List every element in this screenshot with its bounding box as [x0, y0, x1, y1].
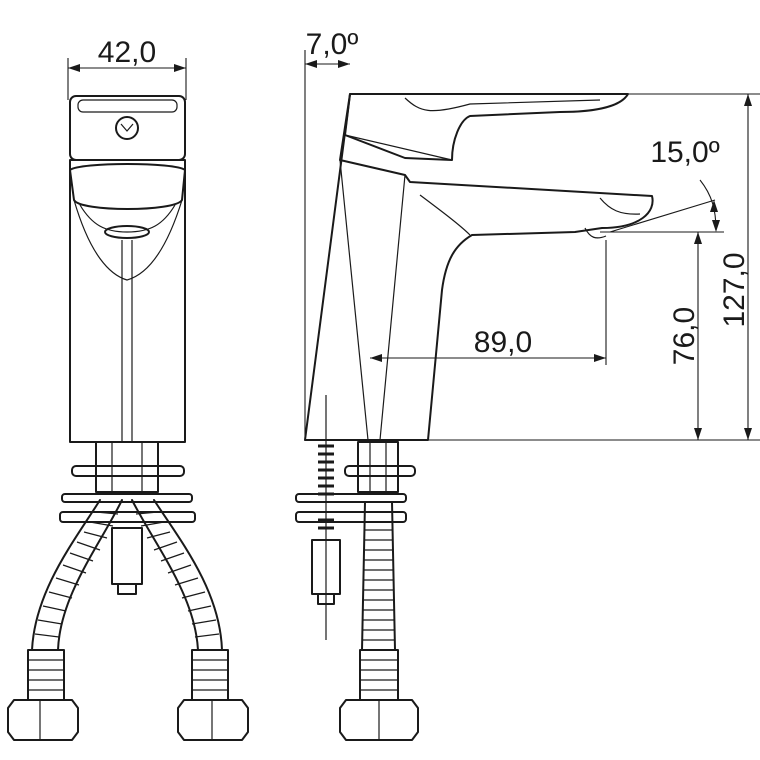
hex-nut-left-icon	[7, 699, 79, 741]
indicator-screw-icon	[115, 116, 139, 140]
angle-spout-dimension: 15,0º	[609, 136, 724, 233]
side-view: 7,0º 15,0º 89,0	[295, 28, 760, 741]
threaded-stud	[311, 395, 341, 640]
hex-nut-right-icon	[177, 699, 249, 741]
width-label: 42,0	[98, 36, 156, 69]
front-view: 42,0	[7, 36, 249, 741]
width-dimension: 42,0	[67, 36, 187, 100]
reach-dimension: 89,0	[370, 240, 607, 365]
angle-body-dimension: 7,0º	[304, 28, 359, 440]
angle-body-label: 7,0º	[306, 28, 359, 61]
reach-label: 89,0	[474, 326, 532, 359]
hex-nut-side-icon	[339, 699, 419, 741]
angle-spout-label: 15,0º	[650, 136, 719, 169]
spout-height-dimension: 76,0	[428, 231, 760, 441]
aerator-icon	[104, 225, 150, 239]
spout-height-label: 76,0	[668, 307, 701, 365]
total-height-dimension: 127,0	[628, 93, 760, 440]
total-height-label: 127,0	[718, 252, 751, 327]
